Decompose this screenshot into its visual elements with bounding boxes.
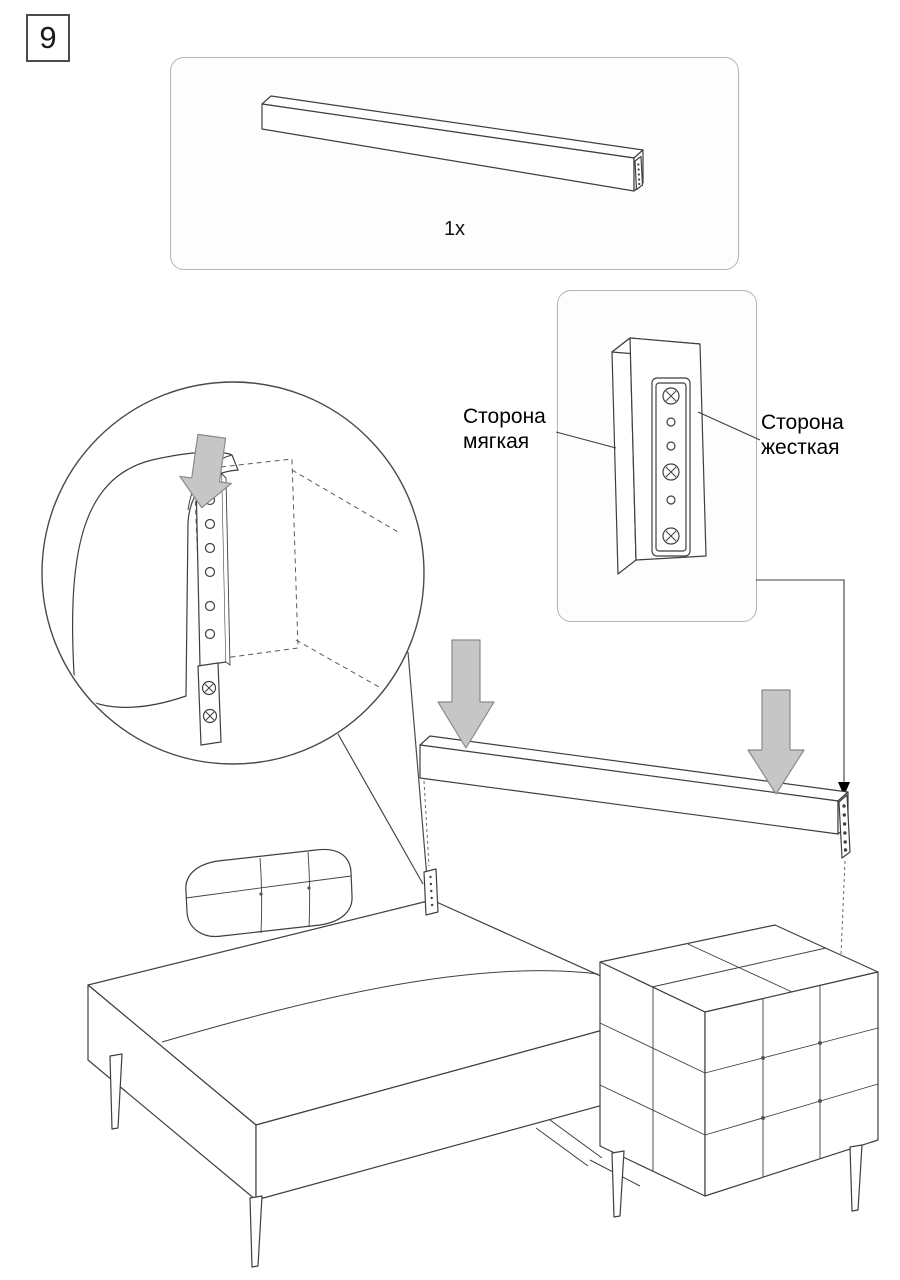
soft-side-label: Сторона мягкая xyxy=(463,405,546,453)
quantity-label: 1x xyxy=(443,218,466,240)
parts-required-box: 1x xyxy=(170,57,739,270)
backrest-plank-illustration xyxy=(419,735,851,859)
tuft-buttons xyxy=(761,1041,822,1120)
sofa-leg xyxy=(849,1144,863,1212)
magnified-bracket-icon xyxy=(195,473,231,667)
hard-side-label: Сторона жесткая xyxy=(761,411,844,459)
down-arrow-icon xyxy=(747,689,805,795)
down-pointer-icon xyxy=(838,782,850,796)
down-arrow-icon xyxy=(437,639,495,749)
step-number-box: 9 xyxy=(26,14,70,62)
plank-end-bracket-icon xyxy=(838,794,851,859)
sofa-mattress xyxy=(87,899,677,1201)
sofa-legs xyxy=(109,1053,263,1268)
alignment-dotted-lines xyxy=(423,780,846,956)
sofa-back-bracket-icon xyxy=(423,868,439,916)
screw-icon xyxy=(202,708,218,724)
sofa-mechanism xyxy=(535,1119,641,1187)
magnifier-content xyxy=(71,433,403,746)
detail-connector-line xyxy=(756,579,850,796)
alignment-dashed-box xyxy=(193,458,403,701)
sofa-illustration xyxy=(87,848,879,1268)
magnifier-circle xyxy=(41,381,425,765)
step-number: 9 xyxy=(39,20,57,55)
lower-bracket-icon xyxy=(197,662,222,746)
down-arrow-icon xyxy=(179,433,232,509)
detail-callout-box xyxy=(557,290,757,622)
sofa-right-armrest xyxy=(599,924,879,1218)
sofa-left-cushion xyxy=(185,848,353,938)
sofa-corner-detail xyxy=(71,451,239,708)
magnifier-callout-lines xyxy=(337,651,428,885)
sofa-leg xyxy=(611,1150,625,1218)
screw-icon xyxy=(201,680,217,696)
